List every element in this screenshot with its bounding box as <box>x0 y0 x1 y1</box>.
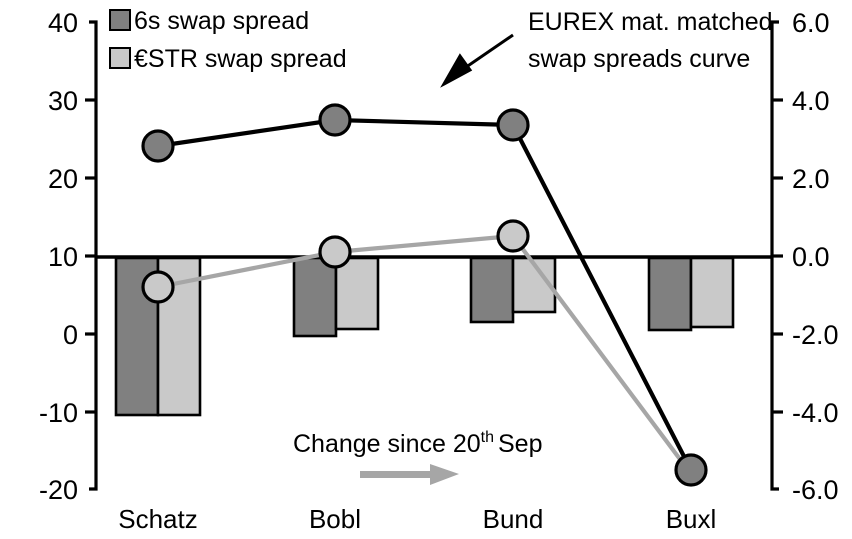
annotation-eurex-line1: EUREX mat. matched <box>528 8 773 36</box>
left-axis-label-10: 10 <box>48 242 78 272</box>
annotation-eurex-curve: EUREX mat. matched swap spreads curve <box>440 8 773 88</box>
bar-series-6s-swap-spread <box>114 256 693 417</box>
left-axis-label-neg10: -10 <box>39 398 78 428</box>
bar-6s-bobl[interactable] <box>292 256 338 338</box>
eurex-marker-bobl[interactable] <box>318 103 352 137</box>
category-label-schatz: Schatz <box>118 504 198 534</box>
annotation-eurex-line2: swap spreads curve <box>528 45 750 73</box>
category-axis-labels: Schatz Bobl Bund Buxl <box>118 504 716 534</box>
legend-label-6s: 6s swap spread <box>134 7 309 35</box>
left-axis-label-40: 40 <box>48 8 78 38</box>
right-axis-label-neg6: -6.0 <box>792 475 839 505</box>
legend-label-estr: €STR swap spread <box>134 45 347 73</box>
change-marker-bobl[interactable] <box>318 235 352 269</box>
eurex-marker-buxl[interactable] <box>674 453 708 487</box>
legend-swatch-estr <box>109 47 131 69</box>
annotation-change-suffix: Sep <box>498 430 542 458</box>
line-series-eurex-curve <box>141 103 708 487</box>
left-axis-label-20: 20 <box>48 164 78 194</box>
right-axis: 6.0 4.0 2.0 0.0 -2.0 -4.0 -6.0 <box>770 8 839 505</box>
right-axis-label-4: 4.0 <box>792 86 830 116</box>
bar-6s-bund[interactable] <box>469 256 515 324</box>
right-axis-label-neg4: -4.0 <box>792 398 839 428</box>
right-axis-label-neg2: -2.0 <box>792 320 839 350</box>
right-axis-label-2: 2.0 <box>792 164 830 194</box>
annotation-change-prefix: Change since 20 <box>293 430 481 458</box>
bar-6s-buxl[interactable] <box>647 256 693 332</box>
category-label-buxl: Buxl <box>666 504 717 534</box>
change-marker-schatz[interactable] <box>141 270 175 304</box>
line-series-change-since <box>141 219 693 476</box>
change-marker-bund[interactable] <box>496 219 530 253</box>
category-label-bobl: Bobl <box>309 504 361 534</box>
change-since-arrow-icon <box>360 464 459 485</box>
eurex-curve-polyline <box>157 117 693 471</box>
eurex-marker-schatz[interactable] <box>141 129 175 163</box>
left-axis: 40 30 20 10 0 -10 -20 <box>39 8 98 505</box>
right-axis-label-6: 6.0 <box>792 8 830 38</box>
left-axis-label-neg20: -20 <box>39 475 78 505</box>
left-axis-label-30: 30 <box>48 86 78 116</box>
category-label-bund: Bund <box>483 504 544 534</box>
legend-swatch-6s <box>109 9 131 31</box>
right-axis-label-0: 0.0 <box>792 242 830 272</box>
eurex-marker-bund[interactable] <box>496 108 530 142</box>
bar-series-estr-swap-spread <box>156 256 735 417</box>
chart-legend: 6s swap spread €STR swap spread <box>109 7 347 73</box>
left-axis-label-0: 0 <box>63 320 78 350</box>
annotation-arrow-icon <box>440 33 514 88</box>
annotation-change-superscript: th <box>481 429 494 446</box>
change-since-polyline <box>157 233 693 476</box>
bar-estr-bobl[interactable] <box>334 256 380 331</box>
bar-estr-buxl[interactable] <box>689 256 735 329</box>
